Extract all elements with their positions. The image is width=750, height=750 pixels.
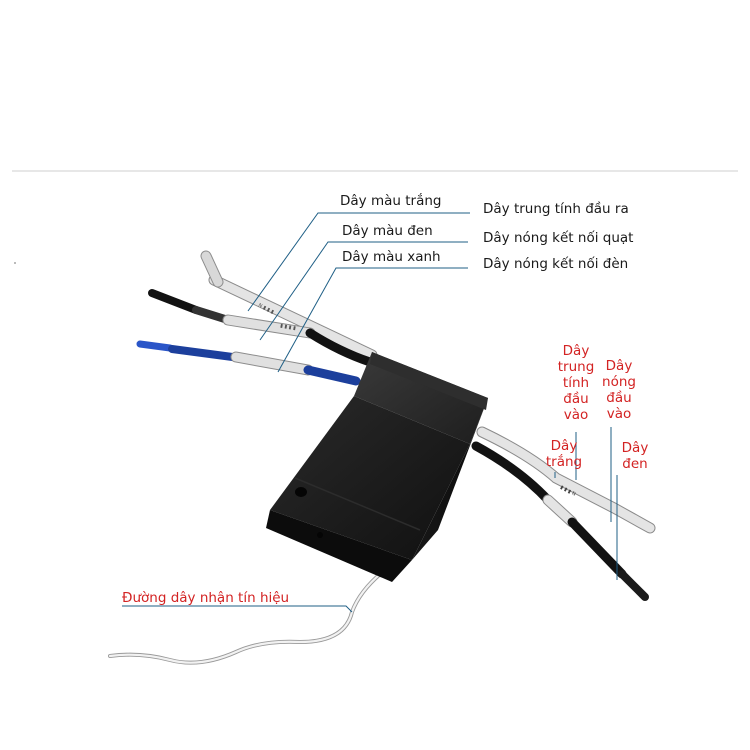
label-blue-wire: Dây màu xanh <box>342 249 441 265</box>
label-white-right: Dây trắng <box>545 438 583 470</box>
wire-white-left: N ▮ ▮ ▮ <box>200 250 378 361</box>
label-hot-fan: Dây nóng kết nối quạt <box>483 230 634 246</box>
label-hot-input: Dây nóng đầu vào <box>602 358 636 422</box>
label-black-right: Dây đen <box>621 440 649 472</box>
svg-text:▮ ▮ ▮ ▮: ▮ ▮ ▮ ▮ <box>280 323 297 332</box>
label-signal-wire: Đường dây nhận tín hiệu <box>122 590 290 606</box>
leader-lines <box>122 212 618 613</box>
module-body <box>266 352 488 582</box>
label-hot-light: Dây nóng kết nối đèn <box>483 256 629 272</box>
edge-mark <box>14 262 16 264</box>
wire-blue-left <box>136 340 361 386</box>
wire-black-right <box>471 441 649 601</box>
label-black-wire: Dây màu đen <box>342 223 433 239</box>
label-white-wire: Dây màu trắng <box>340 193 442 209</box>
label-neutral-output: Dây trung tính đầu ra <box>483 201 629 217</box>
signal-wire <box>108 568 387 665</box>
label-neutral-input: Dây trung tính đầu vào <box>557 343 595 423</box>
